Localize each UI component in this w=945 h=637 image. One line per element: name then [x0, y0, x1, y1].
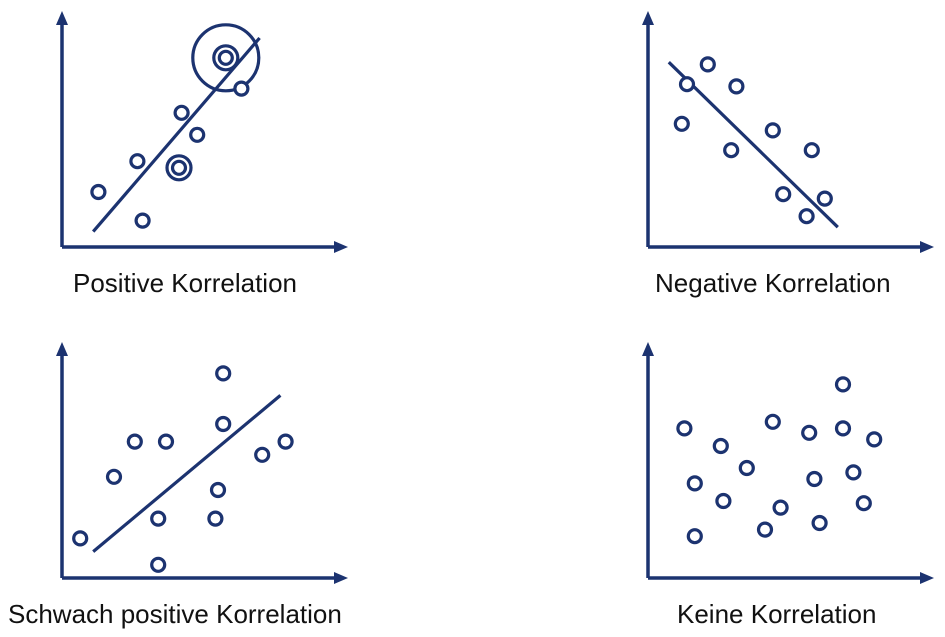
negative-data-point	[816, 190, 833, 207]
positive-data-point	[134, 212, 151, 229]
negative-data-point	[699, 56, 716, 73]
negative-data-point	[673, 115, 690, 132]
positive-y-axis-arrow	[56, 11, 68, 25]
none-data-point	[738, 459, 755, 477]
caption-weak-positive: Schwach positive Korrelation	[8, 599, 342, 629]
positive-data-point	[189, 126, 206, 143]
positive-data-point	[217, 49, 234, 66]
negative-x-axis-arrow	[920, 241, 934, 253]
none-data-point	[712, 437, 729, 455]
weak-positive-data-point	[157, 433, 175, 450]
none-data-point	[764, 413, 781, 430]
weak-positive-data-point	[150, 510, 167, 527]
none-data-point	[676, 420, 693, 437]
negative-data-point	[764, 122, 781, 139]
none-data-point	[845, 464, 862, 481]
weak-positive-trend-line	[92, 394, 282, 553]
negative-y-axis-arrow	[642, 11, 654, 25]
none-data-point	[866, 431, 883, 448]
positive-highlight-ring	[165, 154, 193, 182]
weak-positive-data-point	[209, 481, 227, 499]
none-y-axis-arrow	[642, 342, 654, 356]
positive-data-point	[129, 153, 146, 170]
none-data-point	[834, 420, 852, 437]
caption-positive: Positive Korrelation	[73, 268, 297, 298]
positive-x-axis-arrow	[334, 241, 348, 253]
weak-positive-data-point	[126, 433, 143, 450]
negative-data-point	[678, 76, 696, 93]
positive-data-point	[173, 104, 190, 121]
negative-data-point	[775, 186, 792, 203]
none-data-point	[715, 492, 732, 510]
weak-positive-data-point	[215, 365, 232, 382]
positive-trend-line	[91, 36, 261, 233]
weak-positive-data-point	[277, 433, 294, 450]
positive-data-point	[170, 159, 188, 176]
weak-positive-data-point	[105, 468, 123, 485]
none-data-point	[811, 514, 828, 532]
caption-negative: Negative Korrelation	[655, 268, 891, 298]
weak-positive-data-point	[72, 530, 89, 547]
none-data-point	[772, 499, 789, 516]
none-data-point	[834, 376, 852, 393]
none-data-point	[855, 495, 872, 512]
weak-positive-x-axis-arrow	[334, 572, 348, 584]
negative-data-point	[728, 78, 745, 95]
none-data-point	[756, 521, 774, 538]
none-x-axis-arrow	[920, 572, 934, 584]
none-data-point	[686, 475, 703, 492]
positive-highlight-ring	[212, 44, 240, 72]
none-data-point	[801, 424, 818, 441]
weak-positive-data-point	[150, 556, 167, 573]
negative-data-point	[803, 142, 820, 159]
weak-positive-data-point	[254, 446, 271, 463]
negative-trend-line	[667, 61, 839, 229]
weak-positive-data-point	[207, 510, 224, 527]
positive-outlier-circle	[191, 23, 261, 93]
none-data-point	[686, 528, 703, 545]
positive-data-point	[233, 80, 250, 97]
positive-data-point	[90, 183, 107, 201]
weak-positive-y-axis-arrow	[56, 342, 68, 356]
negative-data-point	[798, 208, 815, 225]
caption-none: Keine Korrelation	[677, 599, 877, 629]
weak-positive-data-point	[215, 415, 232, 433]
none-data-point	[806, 470, 823, 488]
negative-data-point	[723, 142, 740, 159]
